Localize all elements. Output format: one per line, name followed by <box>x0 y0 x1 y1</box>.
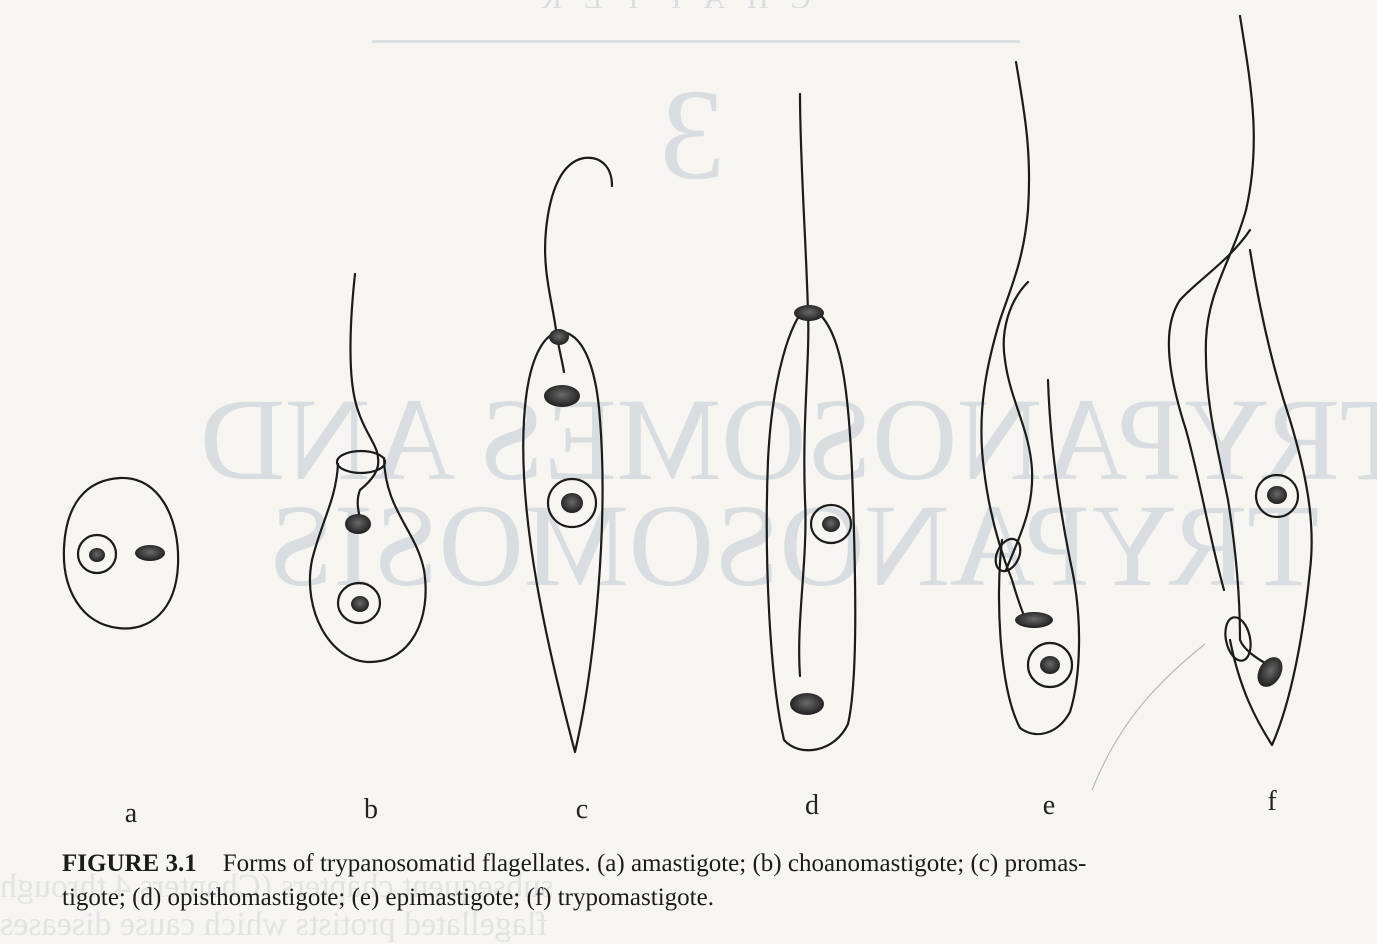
opisthomastigote-flagellum <box>799 94 808 676</box>
promastigote-drawing <box>523 158 612 752</box>
opisthomastigote-drawing <box>767 94 855 750</box>
caption-line-2: tigote; (d) opisthomastigote; (e) epimas… <box>62 884 714 911</box>
panel-label-e: e <box>1043 790 1055 822</box>
trypomastigote-undulating-loop <box>1222 615 1255 663</box>
amastigote-kinetoplast <box>135 545 165 561</box>
choanomastigote-drawing <box>310 274 426 662</box>
panel-label-d: d <box>805 790 819 822</box>
opisthomastigote-kinetoplast <box>790 693 824 715</box>
panel-label-a: a <box>125 798 137 830</box>
choanomastigote-body <box>310 458 426 662</box>
epimastigote-flagellum <box>981 62 1029 620</box>
figure-caption: FIGURE 3.1 Forms of trypanosomatid flagel… <box>62 847 1352 915</box>
opisthomastigote-nucleus <box>822 516 840 532</box>
pencil-stroke <box>1092 644 1205 790</box>
epimastigote-undulating-loop <box>991 535 1025 575</box>
figure-label: FIGURE 3.1 <box>62 850 197 877</box>
panel-label-f: f <box>1267 786 1276 818</box>
caption-line-1: Forms of trypanosomatid flagellates. (a)… <box>223 850 1087 877</box>
amastigote-nucleus <box>89 548 105 562</box>
opisthomastigote-basal-body <box>794 305 824 321</box>
choanomastigote-flagellum <box>350 274 378 518</box>
promastigote-kinetoplast-top <box>549 329 569 345</box>
trypomastigote-nucleus <box>1267 486 1287 504</box>
choanomastigote-kinetoplast <box>345 514 371 534</box>
amastigote-drawing <box>64 478 178 629</box>
epimastigote-kinetoplast <box>1015 612 1053 628</box>
choanomastigote-nucleus <box>351 596 369 612</box>
epimastigote-drawing <box>981 62 1079 734</box>
trypomastigote-flagellum <box>1206 16 1270 666</box>
epimastigote-membrane <box>1004 282 1032 570</box>
trypomastigote-drawing <box>1169 16 1312 745</box>
panel-label-b: b <box>364 794 378 826</box>
epimastigote-nucleus <box>1040 656 1060 674</box>
promastigote-nucleus <box>561 493 583 513</box>
panel-label-c: c <box>576 794 588 826</box>
promastigote-kinetoplast <box>544 385 580 407</box>
